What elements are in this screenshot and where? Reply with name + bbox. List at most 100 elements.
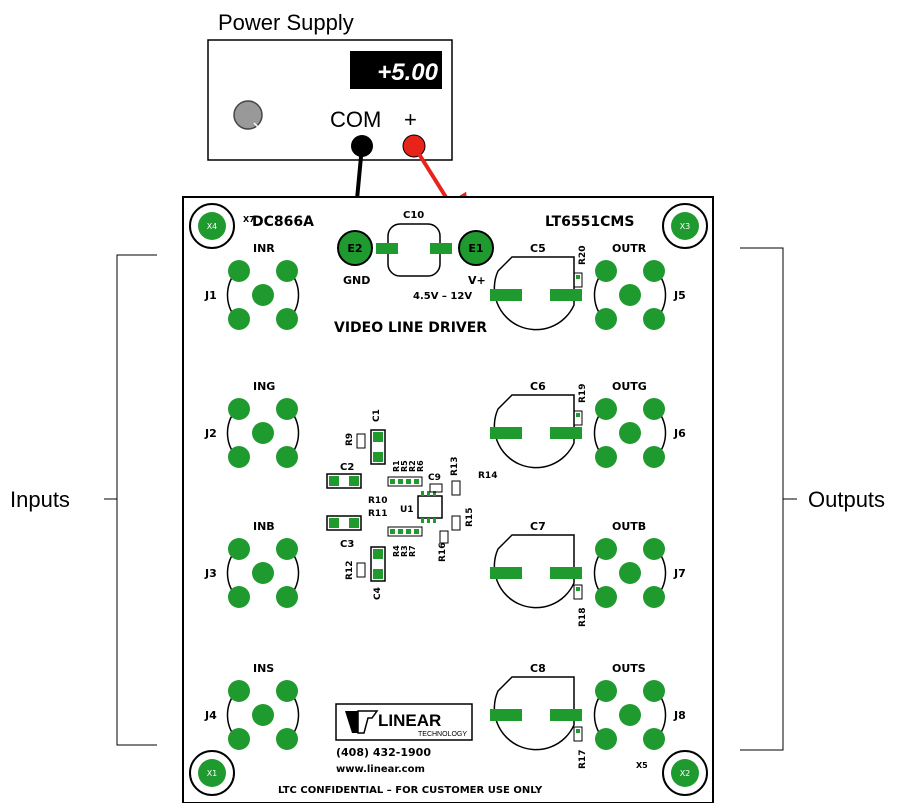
input-name-3: INS (253, 662, 274, 675)
output-cap-c7 (490, 534, 582, 609)
input-connector-j3[interactable] (226, 538, 300, 608)
output-res-label-3: R17 (578, 750, 588, 769)
r10-label: R10 (368, 496, 387, 506)
output-ref-3: J8 (673, 709, 686, 722)
x5-label: X5 (636, 761, 648, 770)
output-cap-c8 (490, 676, 582, 751)
output-res-label-1: R19 (578, 384, 588, 403)
output-ref-2: J7 (673, 567, 686, 580)
output-ref-1: J6 (673, 427, 686, 440)
svg-text:E2: E2 (347, 242, 362, 255)
voltage-range: 4.5V – 12V (413, 291, 472, 302)
output-res-r17 (573, 726, 583, 742)
svg-text:X3: X3 (680, 222, 691, 231)
c1-outline (370, 429, 386, 465)
svg-text:R2: R2 (408, 460, 417, 472)
c2-label: C2 (340, 462, 354, 473)
c3-label: C3 (340, 539, 354, 550)
svg-text:R5: R5 (400, 460, 409, 472)
output-connector-j7[interactable] (593, 538, 667, 608)
input-connector-j1[interactable] (226, 260, 300, 330)
output-cap-c6 (490, 394, 582, 469)
board-name: DC866A (252, 214, 314, 230)
output-cap-label-2: C7 (530, 520, 546, 533)
output-connector-j5[interactable] (593, 260, 667, 330)
com-label: COM (330, 107, 381, 132)
svg-text:X2: X2 (680, 769, 691, 778)
output-res-label-0: R20 (578, 246, 588, 265)
output-name-0: OUTR (612, 242, 647, 255)
board-part: LT6551CMS (545, 214, 634, 230)
input-connector-j2[interactable] (226, 398, 300, 468)
input-connector-j4[interactable] (226, 680, 300, 750)
e1-terminal[interactable]: E1 (458, 230, 494, 266)
svg-text:E1: E1 (468, 242, 483, 255)
output-res-r19 (573, 410, 583, 426)
u1-label: U1 (400, 505, 414, 515)
mount-hole-x3: X3 (662, 203, 708, 249)
svg-text:R4: R4 (392, 545, 401, 557)
svg-text:R15: R15 (465, 508, 475, 527)
center-components: C1 R9 C2 C3 R10 R11 C4 R12 R1 R5 R2 R6 U… (326, 409, 497, 600)
output-connector-j6[interactable] (593, 398, 667, 468)
x7-label: X7 (243, 215, 255, 224)
r11-label: R11 (368, 509, 387, 519)
output-res-r18 (573, 584, 583, 600)
input-ref-1: J2 (204, 427, 217, 440)
mount-hole-x4: X4 (189, 203, 235, 249)
mount-hole-x1: X1 (189, 750, 235, 796)
e2-terminal[interactable]: E2 (337, 230, 373, 266)
svg-text:R14: R14 (478, 471, 497, 481)
output-connector-j8[interactable] (593, 680, 667, 750)
input-ref-2: J3 (204, 567, 217, 580)
svg-text:C9: C9 (428, 473, 441, 483)
output-res-label-2: R18 (578, 608, 588, 627)
linear-logo: LINEAR TECHNOLOGY (335, 703, 473, 741)
outputs-bracket (740, 247, 784, 751)
svg-text:R16: R16 (438, 543, 448, 562)
c1-label: C1 (372, 409, 382, 422)
power-supply-title: Power Supply (218, 10, 354, 35)
phone-number: (408) 432-1900 (336, 746, 431, 759)
c10-capacitor (376, 223, 452, 277)
input-name-0: INR (253, 242, 275, 255)
mount-hole-x2: X2 (662, 750, 708, 796)
c4-label: C4 (373, 587, 383, 600)
svg-text:R6: R6 (416, 460, 425, 472)
output-cap-c5 (490, 256, 582, 331)
r12-label: R12 (345, 561, 355, 580)
vplus-label: V+ (468, 274, 486, 287)
board-subtitle: VIDEO LINE DRIVER (334, 320, 487, 336)
website: www.linear.com (336, 764, 425, 775)
knob-indicator (253, 122, 260, 129)
svg-text:R3: R3 (400, 545, 409, 557)
power-supply-display-value: +5.00 (377, 59, 438, 86)
output-cap-label-3: C8 (530, 662, 546, 675)
input-ref-3: J4 (204, 709, 217, 722)
output-name-3: OUTS (612, 662, 646, 675)
svg-text:TECHNOLOGY: TECHNOLOGY (418, 731, 467, 738)
svg-text:LINEAR: LINEAR (378, 711, 441, 730)
output-name-1: OUTG (612, 380, 647, 393)
output-res-r20 (573, 272, 583, 288)
output-cap-label-0: C5 (530, 242, 546, 255)
input-name-2: INB (253, 520, 275, 533)
input-name-1: ING (253, 380, 275, 393)
svg-text:X4: X4 (207, 222, 218, 231)
inputs-label: Inputs (10, 487, 70, 512)
svg-text:R7: R7 (408, 545, 417, 557)
output-name-2: OUTB (612, 520, 646, 533)
input-ref-0: J1 (204, 289, 217, 302)
output-cap-label-1: C6 (530, 380, 546, 393)
svg-text:X1: X1 (207, 769, 218, 778)
power-supply-display (350, 51, 442, 89)
inputs-bracket (116, 254, 157, 746)
c10-label: C10 (403, 210, 424, 221)
plus-label: + (404, 107, 417, 132)
svg-text:R13: R13 (450, 457, 460, 476)
svg-text:R1: R1 (392, 460, 401, 472)
power-supply-knob[interactable] (233, 100, 263, 130)
